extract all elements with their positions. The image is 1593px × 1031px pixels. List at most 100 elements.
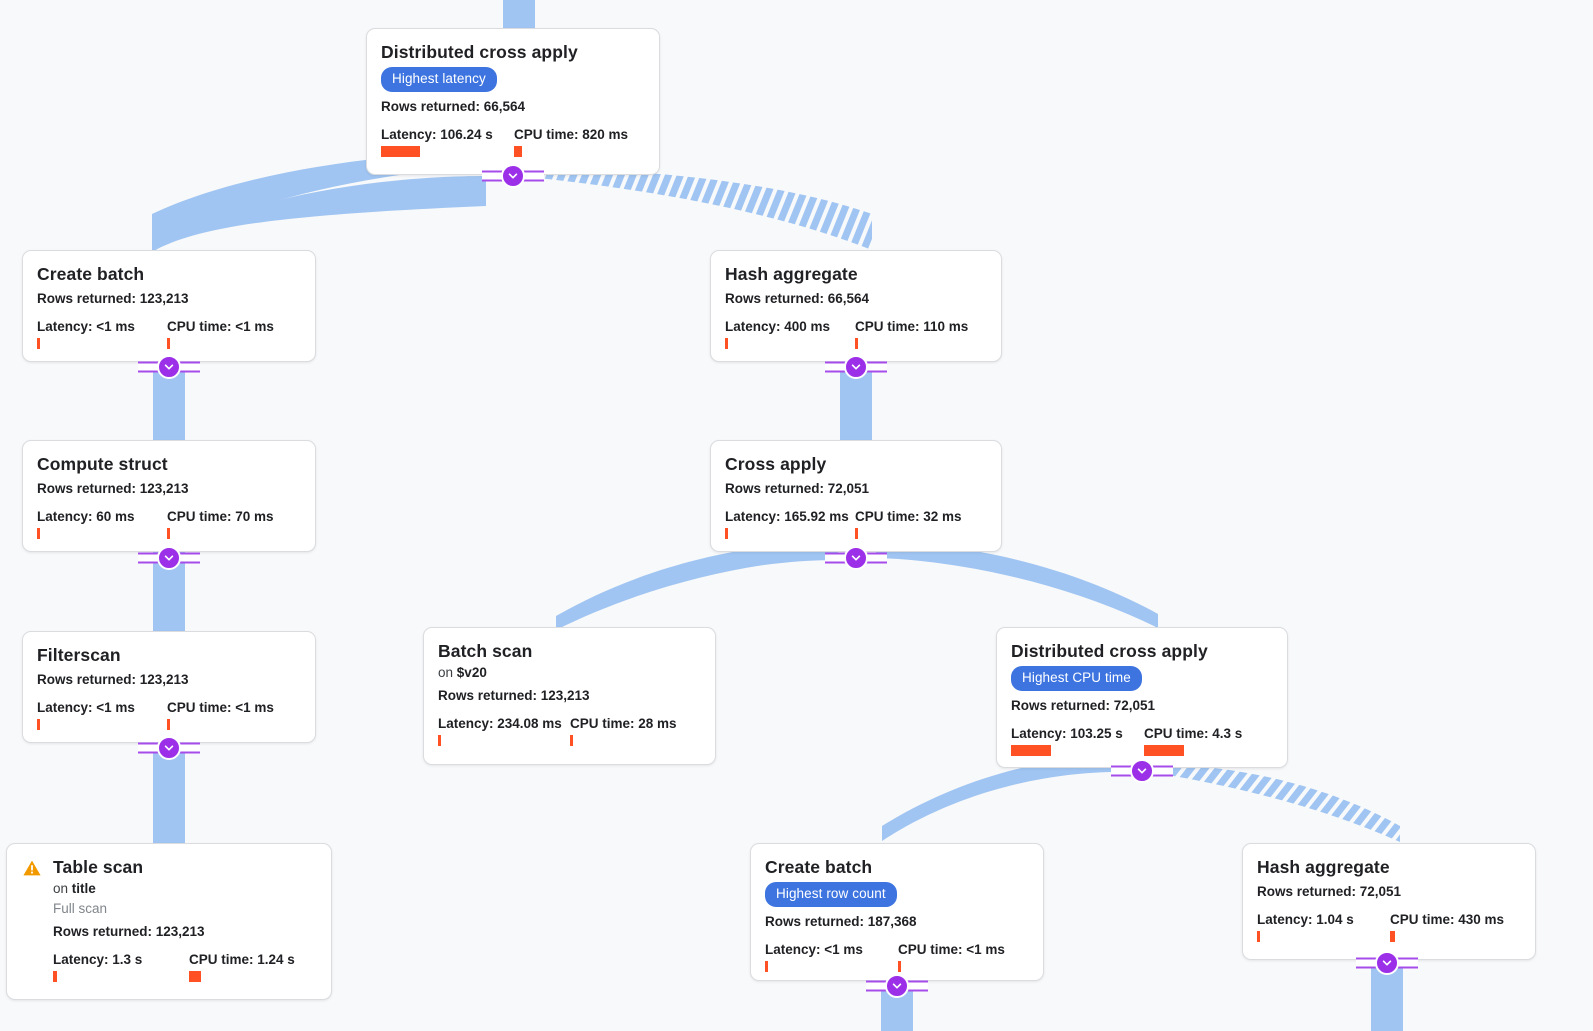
cpu-label: CPU time: <1 ms [167, 319, 274, 334]
node-title: Compute struct [37, 454, 168, 474]
rows-returned: Rows returned: 72,051 [725, 481, 870, 496]
collapse-toggle-createbatch2[interactable] [866, 974, 928, 998]
rows-returned: Rows returned: 72,051 [1011, 697, 1156, 713]
node-title: Distributed cross apply [381, 42, 578, 62]
node-title: Batch scan [438, 641, 533, 661]
latency-metric: Latency: 234.08 ms [438, 716, 570, 746]
chevron-down-icon[interactable] [885, 974, 909, 998]
node-create-batch[interactable]: Create batch Rows returned: 123,213 Late… [22, 250, 316, 362]
cpu-bar [167, 719, 170, 730]
chevron-down-icon[interactable] [501, 164, 525, 188]
node-subject: on title [53, 880, 317, 898]
rows-returned: Rows returned: 123,213 [37, 672, 189, 687]
node-hash-aggregate-upper[interactable]: Hash aggregate Rows returned: 66,564 Lat… [710, 250, 1002, 362]
cpu-label: CPU time: <1 ms [898, 941, 1005, 957]
latency-metric: Latency: 106.24 s [381, 127, 514, 157]
metrics-row: Latency: <1 ms CPU time: <1 ms [37, 700, 301, 730]
node-batch-scan[interactable]: Batch scan on $v20 Rows returned: 123,21… [423, 627, 716, 765]
node-subject: on $v20 [438, 664, 701, 682]
chevron-down-icon[interactable] [1130, 759, 1154, 783]
metrics-row: Latency: 234.08 ms CPU time: 28 ms [438, 716, 701, 746]
subject-value: title [71, 881, 96, 896]
node-create-batch-lower[interactable]: Create batch Highest row count Rows retu… [750, 843, 1044, 981]
node-filterscan[interactable]: Filterscan Rows returned: 123,213 Latenc… [22, 631, 316, 743]
chevron-down-icon[interactable] [844, 546, 868, 570]
latency-label: Latency: 165.92 ms [725, 509, 849, 524]
chevron-down-icon[interactable] [157, 355, 181, 379]
cpu-metric: CPU time: <1 ms [898, 942, 1005, 972]
latency-label: Latency: <1 ms [765, 941, 863, 957]
collapse-toggle-crossapply[interactable] [825, 546, 887, 570]
rows-returned: Rows returned: 123,213 [438, 688, 590, 703]
cpu-bar [855, 528, 858, 539]
cpu-metric: CPU time: 430 ms [1390, 912, 1504, 942]
on-prefix: on [53, 881, 69, 896]
cpu-bar [167, 528, 170, 539]
edge-cross-apply-to-dist-cross-apply [876, 542, 1158, 628]
node-title: Create batch [37, 264, 145, 284]
rows-returned: Rows returned: 123,213 [37, 481, 189, 496]
cpu-bar [1390, 931, 1395, 942]
chevron-down-icon[interactable] [157, 546, 181, 570]
latency-metric: Latency: 103.25 s [1011, 726, 1144, 756]
edge-cross-apply-to-batch-scan-body [556, 542, 838, 630]
latency-bar [37, 719, 40, 730]
metrics-row: Latency: 1.3 s CPU time: 1.24 s [53, 952, 317, 982]
rows-returned: Rows returned: 187,368 [765, 913, 917, 929]
collapse-toggle-filterscan[interactable] [138, 736, 200, 760]
latency-metric: Latency: <1 ms [37, 319, 167, 349]
node-distributed-cross-apply-root[interactable]: Distributed cross apply Highest latency … [366, 28, 660, 175]
collapse-toggle-hashagg1[interactable] [825, 355, 887, 379]
cpu-bar [570, 735, 573, 746]
chevron-down-icon[interactable] [1375, 951, 1399, 975]
node-compute-struct[interactable]: Compute struct Rows returned: 123,213 La… [22, 440, 316, 552]
collapse-toggle-hashagg2[interactable] [1356, 951, 1418, 975]
warning-icon [23, 860, 41, 876]
cpu-bar [855, 338, 858, 349]
cpu-metric: CPU time: <1 ms [167, 700, 274, 730]
node-cross-apply[interactable]: Cross apply Rows returned: 72,051 Latenc… [710, 440, 1002, 552]
node-distributed-cross-apply-inner[interactable]: Distributed cross apply Highest CPU time… [996, 627, 1288, 768]
collapse-toggle-distcross2[interactable] [1111, 759, 1173, 783]
cpu-metric: CPU time: 110 ms [855, 319, 968, 349]
cpu-label: CPU time: 430 ms [1390, 912, 1505, 927]
cpu-label: CPU time: 820 ms [514, 126, 629, 142]
collapse-toggle-createbatch[interactable] [138, 355, 200, 379]
node-table-scan[interactable]: Table scan on title Full scan Rows retur… [6, 843, 332, 1000]
status-badge-highest-row-count: Highest row count [765, 882, 897, 907]
cpu-bar [189, 971, 201, 982]
cpu-metric: CPU time: 32 ms [855, 509, 962, 539]
collapse-toggle-root[interactable] [482, 164, 544, 188]
cpu-bar [1144, 744, 1184, 756]
edge-root-to-hash-aggregate [519, 168, 872, 250]
metrics-row: Latency: 400 ms CPU time: 110 ms [725, 319, 987, 349]
latency-bar [725, 338, 728, 349]
cpu-metric: CPU time: 28 ms [570, 716, 677, 746]
latency-metric: Latency: 165.92 ms [725, 509, 855, 539]
edge-incoming-root [503, 0, 535, 30]
latency-label: Latency: 103.25 s [1011, 725, 1123, 741]
latency-bar [37, 528, 40, 539]
collapse-toggle-compute[interactable] [138, 546, 200, 570]
latency-label: Latency: 1.3 s [53, 952, 143, 967]
metrics-row: Latency: 103.25 s CPU time: 4.3 s [1011, 726, 1273, 756]
chevron-down-icon[interactable] [844, 355, 868, 379]
rows-returned: Rows returned: 123,213 [37, 291, 189, 306]
node-title: Filterscan [37, 645, 121, 665]
latency-label: Latency: 400 ms [725, 319, 831, 334]
latency-metric: Latency: <1 ms [765, 942, 898, 972]
latency-metric: Latency: 60 ms [37, 509, 167, 539]
edge-dist-cross-to-create-batch [882, 756, 1118, 841]
edge-cross-apply-to-batch-scan [556, 548, 836, 628]
cpu-metric: CPU time: 820 ms [514, 127, 628, 157]
chevron-down-icon[interactable] [157, 736, 181, 760]
node-hash-aggregate-lower[interactable]: Hash aggregate Rows returned: 72,051 Lat… [1242, 843, 1536, 960]
cpu-bar [898, 960, 901, 972]
latency-metric: Latency: 1.3 s [53, 952, 189, 982]
node-title: Hash aggregate [725, 264, 858, 284]
latency-bar [381, 145, 420, 157]
node-title: Table scan [53, 857, 144, 877]
latency-metric: Latency: 1.04 s [1257, 912, 1390, 942]
rows-returned: Rows returned: 66,564 [725, 291, 870, 306]
